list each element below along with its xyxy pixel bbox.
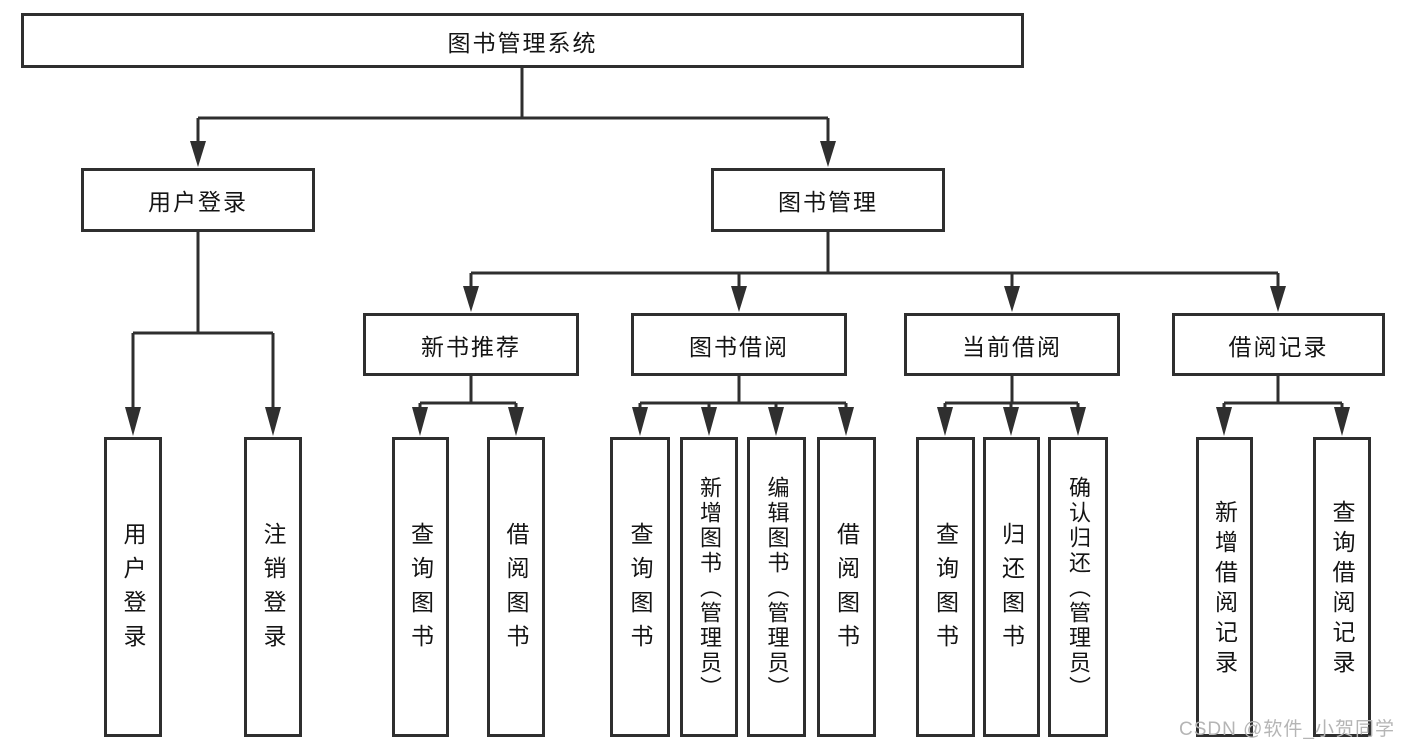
arrow-bookborrow <box>731 286 747 312</box>
arrow-leaf-bb-edit <box>768 407 784 436</box>
arrow-leaf-cb-confirm <box>1070 407 1086 436</box>
leaf-current-return-books: 归还图书 <box>983 437 1040 737</box>
leaf-newbook-borrow-books: 借阅图书 <box>487 437 545 737</box>
arrow-bookmgmt <box>820 141 836 167</box>
leaf-user-login: 用户登录 <box>104 437 162 737</box>
arrow-leaf-cb-query <box>937 407 953 436</box>
leaf-current-confirm-return-admin: 确认归还（管理员） <box>1048 437 1108 737</box>
arrow-leaf-bb-borrow <box>838 407 854 436</box>
arrow-leaf-bb-query <box>632 407 648 436</box>
arrow-userlogin <box>190 141 206 167</box>
arrow-leaf-cb-return <box>1003 407 1019 436</box>
leaf-borrow-borrow-books: 借阅图书 <box>817 437 876 737</box>
arrow-leaf-logout <box>265 407 281 436</box>
arrow-leaf-br-add <box>1216 407 1232 436</box>
leaf-current-query-books: 查询图书 <box>916 437 975 737</box>
arrow-borrowrecord <box>1270 286 1286 312</box>
arrowheads <box>125 141 1350 436</box>
arrow-leaf-bb-add <box>701 407 717 436</box>
node-borrow-record: 借阅记录 <box>1172 313 1385 376</box>
node-book-borrow: 图书借阅 <box>631 313 847 376</box>
arrow-currentborrow <box>1004 286 1020 312</box>
arrow-newbook <box>463 286 479 312</box>
arrow-leaf-userlogin <box>125 407 141 436</box>
node-new-book-recommend: 新书推荐 <box>363 313 579 376</box>
node-book-management: 图书管理 <box>711 168 945 232</box>
arrow-leaf-br-query <box>1334 407 1350 436</box>
leaf-newbook-query-books: 查询图书 <box>392 437 449 737</box>
arrow-leaf-nb-query <box>412 407 428 436</box>
leaf-borrow-edit-books-admin: 编辑图书（管理员） <box>747 437 806 737</box>
leaf-record-query-borrow-record: 查询借阅记录 <box>1313 437 1371 737</box>
leaf-borrow-query-books: 查询图书 <box>610 437 670 737</box>
leaf-logout: 注销登录 <box>244 437 302 737</box>
node-current-borrow: 当前借阅 <box>904 313 1120 376</box>
csdn-watermark: CSDN @软件_小贺同学 <box>1179 719 1395 740</box>
node-root: 图书管理系统 <box>21 13 1024 68</box>
leaf-borrow-add-books-admin: 新增图书（管理员） <box>680 437 738 737</box>
arrow-leaf-nb-borrow <box>508 407 524 436</box>
leaf-record-add-borrow-record: 新增借阅记录 <box>1196 437 1253 737</box>
node-user-login: 用户登录 <box>81 168 315 232</box>
